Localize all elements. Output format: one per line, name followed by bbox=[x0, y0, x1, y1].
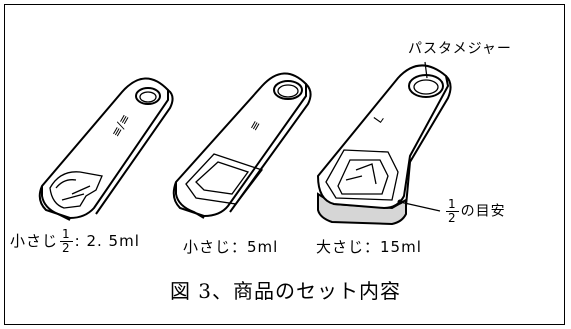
spoon-medium: ≡ bbox=[172, 72, 312, 219]
half-fill-band bbox=[317, 192, 407, 226]
half-guide-leader-line bbox=[399, 201, 441, 212]
half-guide-fraction: 1 2 bbox=[446, 197, 459, 225]
measure-leader-line bbox=[424, 61, 428, 79]
pasta-measure-callout: パスタメジャー bbox=[408, 41, 512, 57]
half-guide-callout: 1 2 の目安 bbox=[446, 197, 506, 225]
label-large: 大さじ：15ml bbox=[316, 238, 422, 256]
spoon-large: L bbox=[316, 64, 452, 226]
figure-caption: 図 3、商品のセット内容 bbox=[169, 279, 402, 303]
half-guide-leader-dot bbox=[397, 199, 403, 205]
label-medium: 小さじ：5ml bbox=[183, 238, 279, 256]
figure-frame bbox=[4, 4, 565, 325]
spoon-small: ≡/≡ bbox=[38, 77, 174, 221]
